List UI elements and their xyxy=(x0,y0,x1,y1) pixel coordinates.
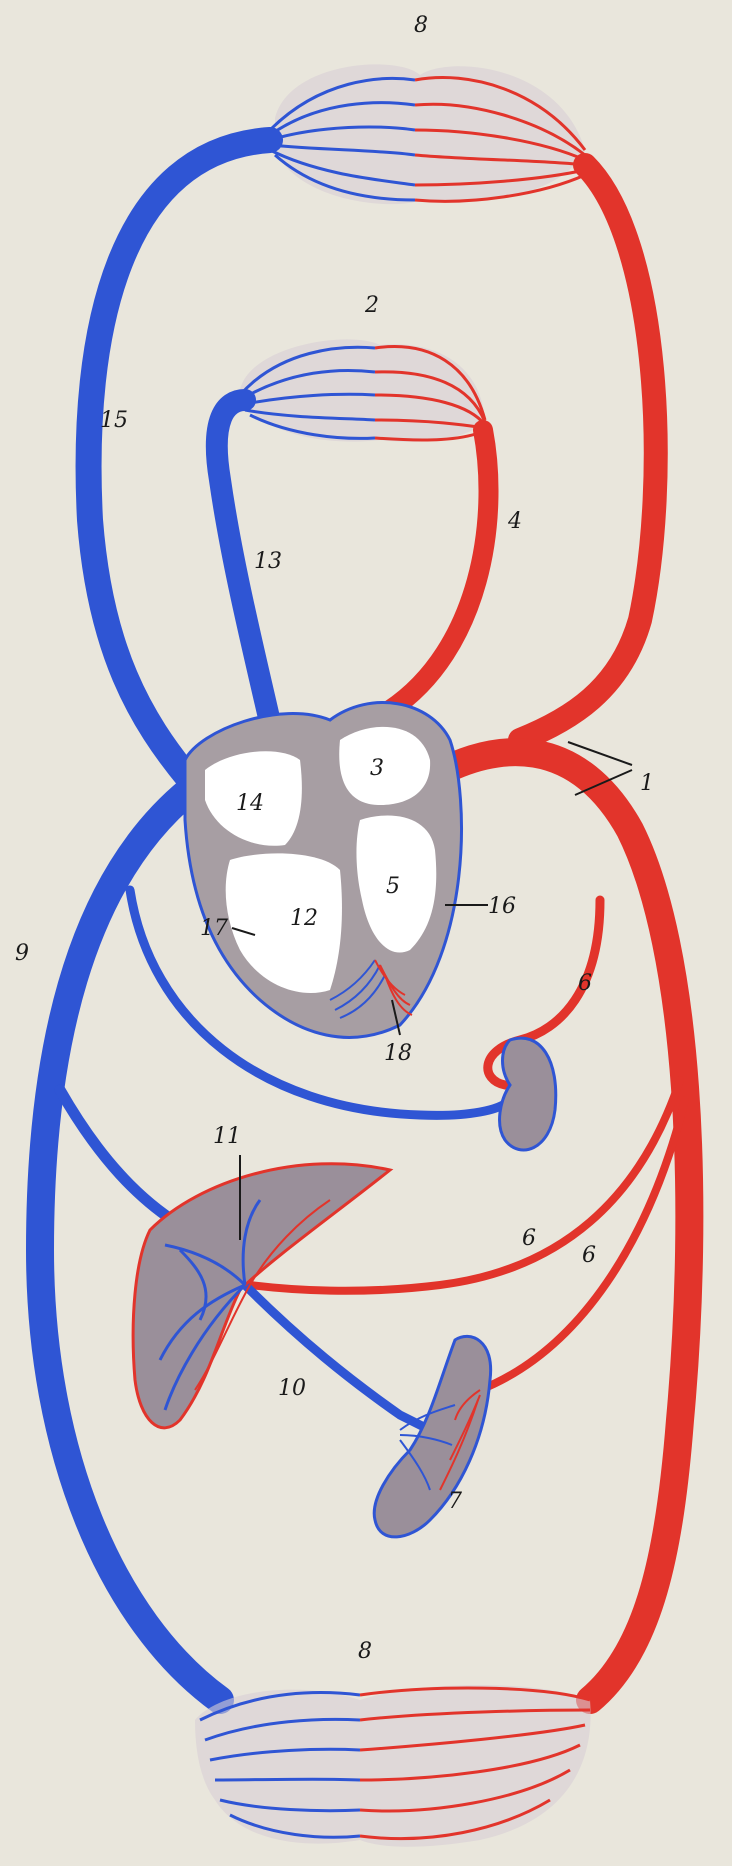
label-6-middle: 6 xyxy=(522,1226,536,1251)
label-11: 11 xyxy=(213,1124,241,1149)
label-2: 2 xyxy=(364,293,379,318)
label-13: 13 xyxy=(254,549,282,574)
label-18: 18 xyxy=(384,1041,412,1066)
label-5: 5 xyxy=(386,874,400,899)
label-8-bottom: 8 xyxy=(358,1639,372,1664)
label-8-top: 8 xyxy=(414,13,428,38)
label-7: 7 xyxy=(448,1489,462,1514)
label-6-upper: 6 xyxy=(578,971,592,996)
label-9: 9 xyxy=(15,941,29,966)
label-17: 17 xyxy=(200,916,228,941)
label-12: 12 xyxy=(290,906,318,931)
label-15: 15 xyxy=(100,408,128,433)
label-4: 4 xyxy=(507,509,522,534)
label-10: 10 xyxy=(278,1376,306,1401)
label-1: 1 xyxy=(640,771,654,796)
label-16: 16 xyxy=(488,894,516,919)
left-atrium-3 xyxy=(339,727,430,805)
small-organ xyxy=(500,1038,556,1150)
label-14: 14 xyxy=(236,791,264,816)
label-6-lower: 6 xyxy=(582,1243,596,1268)
label-3: 3 xyxy=(370,756,384,781)
